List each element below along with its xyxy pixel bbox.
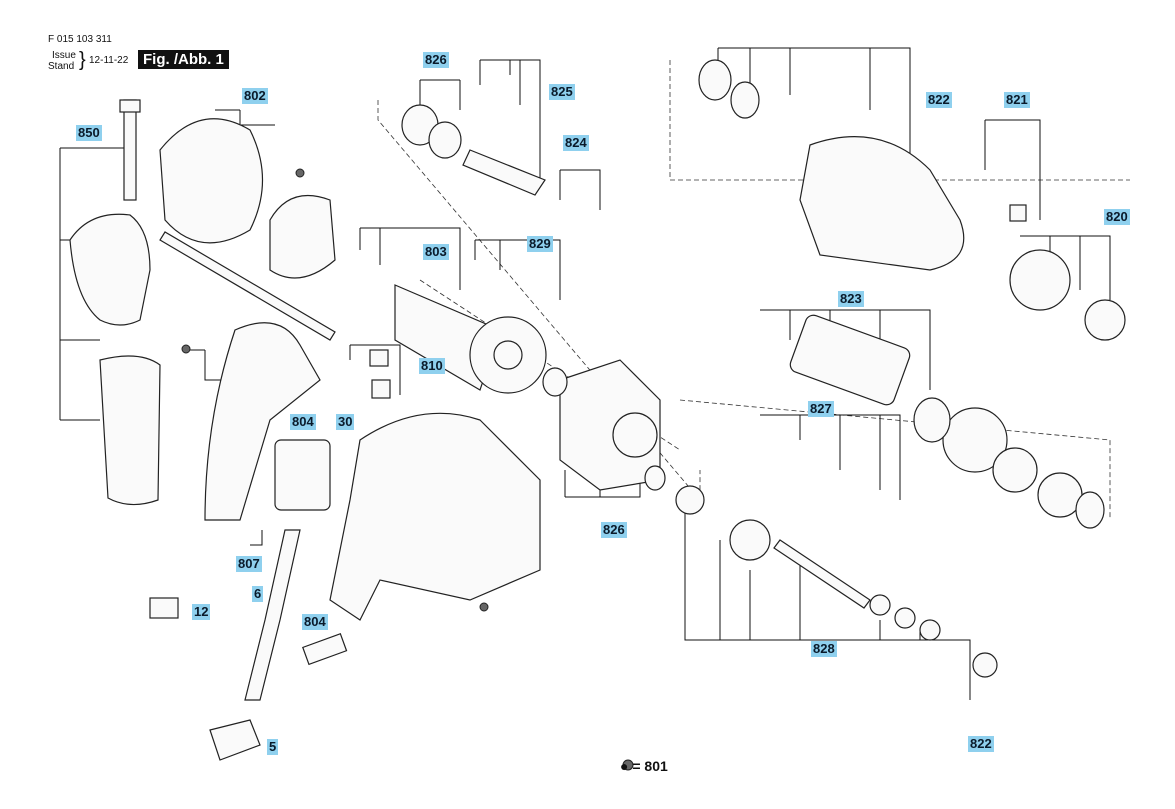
callout-820: 820: [1104, 209, 1130, 225]
callout-12: 12: [192, 604, 211, 620]
callout-822-bottom: 822: [968, 736, 994, 752]
callout-6: 6: [252, 586, 264, 602]
stand-label: Stand: [48, 61, 75, 72]
callout-829: 829: [527, 236, 553, 252]
document-number: F 015 103 311: [48, 34, 112, 45]
callout-828: 828: [811, 641, 837, 657]
callout-803: 803: [423, 244, 449, 260]
legend-801: ● = 801: [620, 758, 668, 774]
issue-brace: }: [79, 49, 86, 71]
callout-5: 5: [267, 739, 279, 755]
callout-804-switch: 804: [290, 414, 316, 430]
issue-date: 12-11-22: [89, 55, 129, 66]
figure-title: Fig. /Abb. 1: [138, 50, 229, 69]
callout-823: 823: [838, 291, 864, 307]
legend-text: = 801: [632, 758, 668, 774]
callout-804-plate: 804: [302, 614, 328, 630]
callout-825: 825: [549, 84, 575, 100]
legend-dot-icon: ●: [620, 758, 629, 774]
callout-821: 821: [1004, 92, 1030, 108]
callout-827: 827: [808, 401, 834, 417]
callout-810: 810: [419, 358, 445, 374]
callout-850: 850: [76, 125, 102, 141]
callout-807: 807: [236, 556, 262, 572]
callout-822-top: 822: [926, 92, 952, 108]
callout-802: 802: [242, 88, 268, 104]
issue-label: Issue: [52, 50, 76, 61]
callout-826-top: 826: [423, 52, 449, 68]
callout-826-bottom: 826: [601, 522, 627, 538]
callout-824: 824: [563, 135, 589, 151]
callout-30: 30: [336, 414, 355, 430]
